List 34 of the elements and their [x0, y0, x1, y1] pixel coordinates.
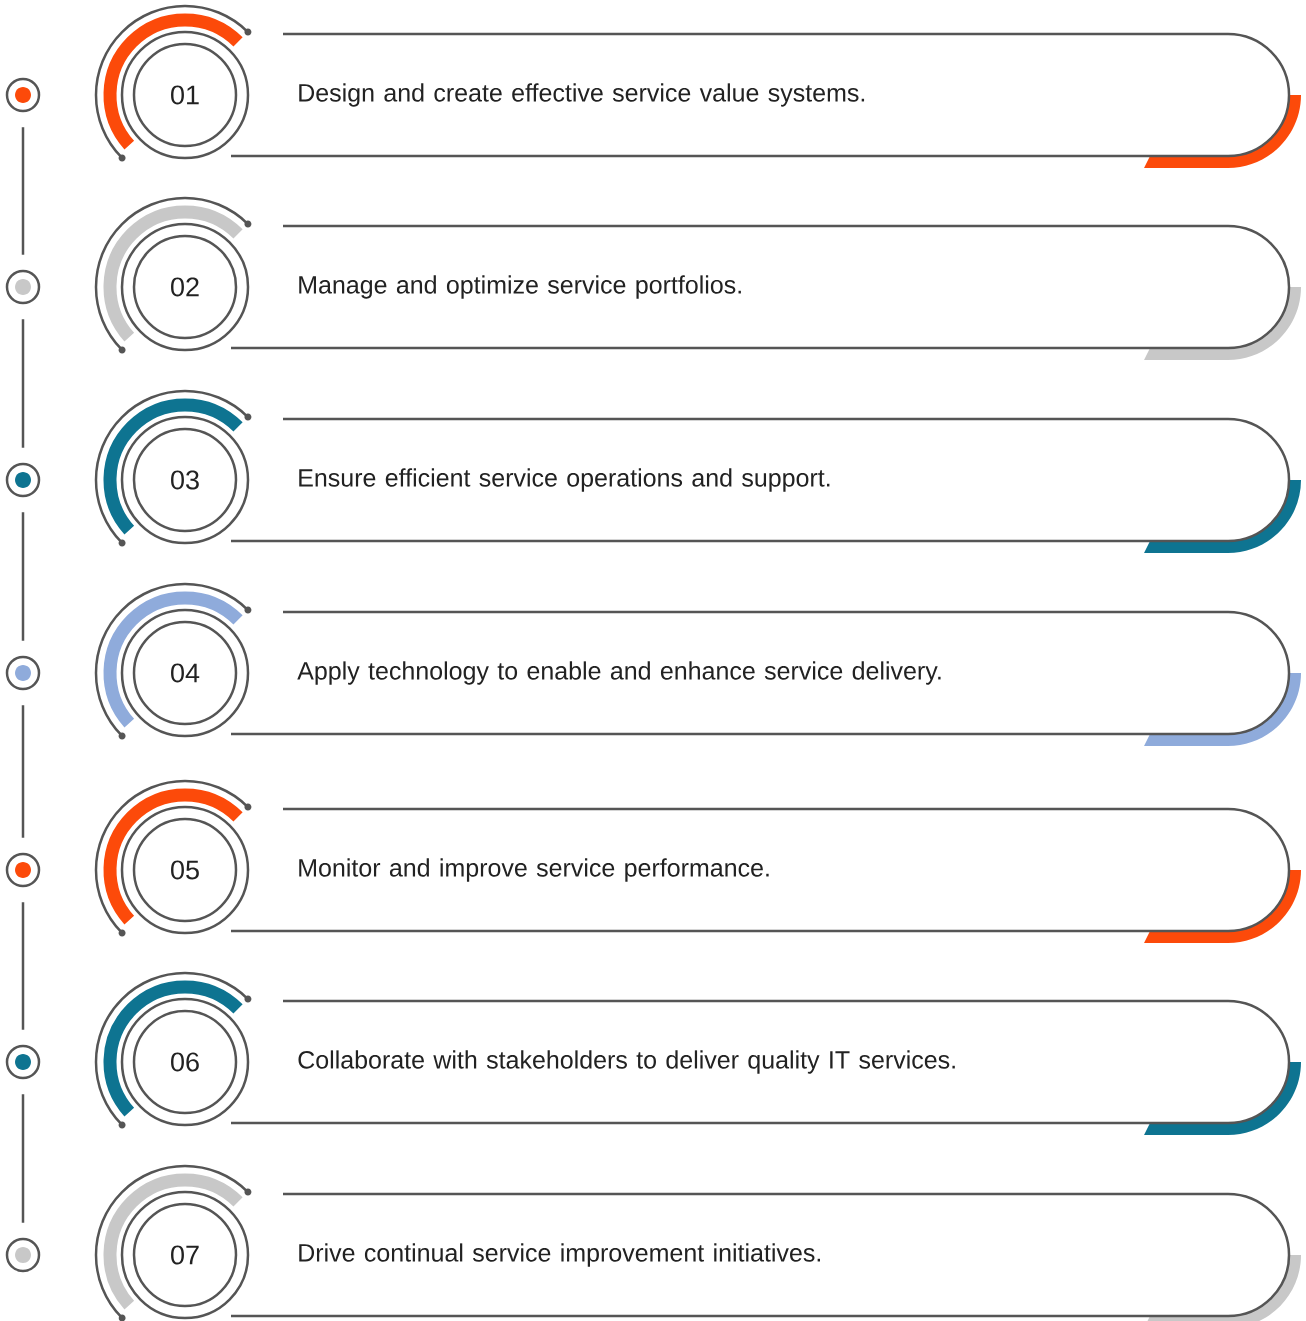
node-label: Collaborate with stakeholders to deliver quality IT services.	[298, 1050, 955, 1074]
connector-line	[21, 319, 25, 448]
number-dial: 06	[94, 971, 252, 1129]
number-dial: 07	[94, 1164, 252, 1321]
node-label: Ensure efficient service operations and support.	[299, 468, 830, 492]
number-dial: 02	[94, 196, 252, 354]
connector-line	[21, 705, 25, 838]
node-label: Design and create effective service value systems.	[299, 83, 865, 107]
timeline-marker	[5, 852, 41, 888]
node-label: Apply technology to enable and enhance service delivery.	[297, 661, 941, 685]
node-label: Monitor and improve service performance.	[299, 858, 769, 882]
connector-line	[21, 902, 25, 1030]
timeline-marker	[5, 77, 41, 113]
connector-line	[21, 1094, 25, 1223]
text-banner: Ensure efficient service operations and support.	[231, 417, 1301, 553]
connector-line	[21, 512, 25, 641]
timeline-marker	[5, 1237, 41, 1273]
number-dial: 03	[94, 389, 252, 547]
text-banner: Manage and optimize service portfolios.	[231, 224, 1301, 360]
timeline-marker	[5, 655, 41, 691]
text-banner: Collaborate with stakeholders to deliver quality IT services.	[231, 999, 1301, 1135]
timeline-marker	[5, 1044, 41, 1080]
text-banner: Apply technology to enable and enhance service delivery.	[231, 610, 1301, 746]
connector-line	[21, 127, 25, 255]
number-dial: 01	[94, 4, 252, 162]
number-dial: 05	[94, 779, 252, 937]
text-banner: Design and create effective service value systems.	[231, 32, 1301, 168]
node-label: Drive continual service improvement initiatives.	[299, 1243, 821, 1267]
node-label: Manage and optimize service portfolios.	[299, 275, 741, 299]
timeline-marker	[5, 269, 41, 305]
text-banner: Drive continual service improvement initiatives.	[231, 1192, 1301, 1321]
text-banner: Monitor and improve service performance.	[231, 807, 1301, 943]
timeline-marker	[5, 462, 41, 498]
number-dial: 04	[94, 582, 252, 740]
